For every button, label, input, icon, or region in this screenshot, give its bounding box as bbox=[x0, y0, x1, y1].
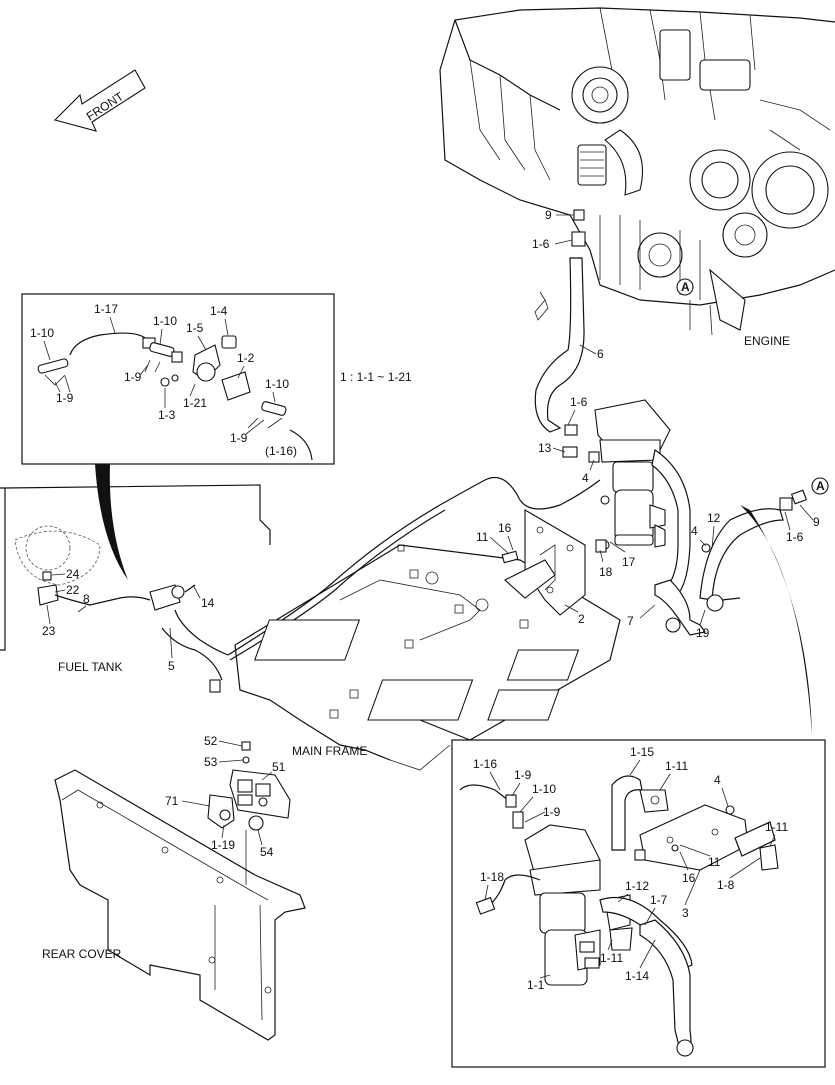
callout: 6 bbox=[597, 347, 604, 361]
callout: 19 bbox=[696, 626, 710, 640]
callout: 17 bbox=[622, 555, 636, 569]
callout: 1-14 bbox=[625, 969, 649, 983]
callout: 1-15 bbox=[630, 745, 654, 759]
switch-plate-assembly bbox=[207, 741, 291, 885]
callout: 1-7 bbox=[650, 893, 668, 907]
detail-box-top bbox=[21, 293, 335, 465]
callout: 7 bbox=[627, 614, 634, 628]
ref-marker-filter: A bbox=[816, 479, 825, 493]
callout: 1-10 bbox=[532, 782, 556, 796]
callout: 9 bbox=[813, 515, 820, 529]
callout: 2 bbox=[578, 612, 585, 626]
front-direction-arrow: FRONT bbox=[53, 69, 146, 132]
callout: 52 bbox=[204, 734, 218, 748]
callout: 1-9 bbox=[543, 805, 561, 819]
callout: 24 bbox=[66, 567, 80, 581]
rear-cover-illustration: REAR COVER bbox=[42, 769, 306, 1041]
callouts-main: 9 1-6 6 1-6 13 4 11 16 18 17 2 4 12 9 1-… bbox=[42, 208, 820, 859]
callout: 1-11 bbox=[600, 951, 623, 965]
callout: 4 bbox=[691, 524, 698, 538]
callout: 1-16 bbox=[473, 757, 497, 771]
callout: 1-18 bbox=[480, 870, 504, 884]
callout: 1-12 bbox=[625, 879, 649, 893]
callout: 51 bbox=[272, 760, 286, 774]
callout: 1-11 bbox=[665, 759, 688, 773]
callout: 5 bbox=[168, 659, 175, 673]
callout: 1-6 bbox=[570, 395, 588, 409]
callout: 1-11 bbox=[765, 820, 788, 834]
callout: 23 bbox=[42, 624, 56, 638]
callout: 16 bbox=[682, 871, 696, 885]
callout: 1-10 bbox=[153, 314, 177, 328]
callout: 1-2 bbox=[237, 351, 255, 365]
detail-top-leader bbox=[95, 464, 128, 580]
callout: 1-19 bbox=[211, 838, 235, 852]
callout: 71 bbox=[165, 794, 179, 808]
callout: 16 bbox=[498, 521, 512, 535]
callout: 4 bbox=[582, 471, 589, 485]
callout: 53 bbox=[204, 755, 218, 769]
main-frame-illustration: MAIN FRAME bbox=[234, 544, 621, 771]
callout: 4 bbox=[714, 773, 721, 787]
fuel-tank-label: FUEL TANK bbox=[58, 660, 122, 674]
callout: 11 bbox=[476, 530, 489, 544]
callout: 11 bbox=[708, 855, 721, 869]
callout: 1-1 bbox=[527, 978, 545, 992]
callout: 54 bbox=[260, 845, 274, 859]
callout: 1-4 bbox=[210, 304, 228, 318]
supply-hose-6 bbox=[534, 209, 586, 433]
callout: 13 bbox=[538, 441, 552, 455]
callout: 1-9 bbox=[56, 391, 74, 405]
callout: 1-6 bbox=[786, 530, 804, 544]
callout: 14 bbox=[201, 596, 215, 610]
callout: 1-6 bbox=[532, 237, 550, 251]
callout: 8 bbox=[83, 592, 90, 606]
detail-box-bottom bbox=[451, 739, 826, 1068]
callouts-detail-top: 1-17 1-10 1-4 1-5 1-10 1-2 1-9 1-9 1-3 1… bbox=[30, 302, 412, 458]
callout: 1-8 bbox=[717, 878, 735, 892]
callout: 1-9 bbox=[124, 370, 142, 384]
main-frame-label: MAIN FRAME bbox=[292, 744, 367, 758]
callout: 1-9 bbox=[230, 431, 248, 445]
callout: 1-21 bbox=[183, 396, 207, 410]
rear-cover-label: REAR COVER bbox=[42, 947, 122, 961]
callouts-detail-bottom: 1-16 1-9 1-10 1-9 1-15 1-11 4 1-11 11 16… bbox=[473, 745, 788, 992]
filter-assembly-main: A bbox=[501, 399, 829, 636]
kit-range-label: 1 : 1-1 ~ 1-21 bbox=[340, 370, 412, 384]
callout: 1-9 bbox=[514, 768, 532, 782]
engine-illustration: ENGINE A bbox=[439, 7, 835, 348]
fuel-tank-illustration: FUEL TANK bbox=[0, 484, 271, 674]
callout: 9 bbox=[545, 208, 552, 222]
callout: 1-5 bbox=[186, 321, 204, 335]
engine-label: ENGINE bbox=[744, 334, 790, 348]
callout: 1-10 bbox=[30, 326, 54, 340]
callout: 1-17 bbox=[94, 302, 118, 316]
callout: 1-10 bbox=[265, 377, 289, 391]
callout: 3 bbox=[682, 906, 689, 920]
callout: 22 bbox=[66, 583, 80, 597]
callout: 18 bbox=[599, 565, 613, 579]
callout: 1-3 bbox=[158, 408, 176, 422]
callout: (1-16) bbox=[265, 444, 297, 458]
callout: 12 bbox=[707, 511, 721, 525]
ref-marker-engine: A bbox=[681, 280, 690, 294]
